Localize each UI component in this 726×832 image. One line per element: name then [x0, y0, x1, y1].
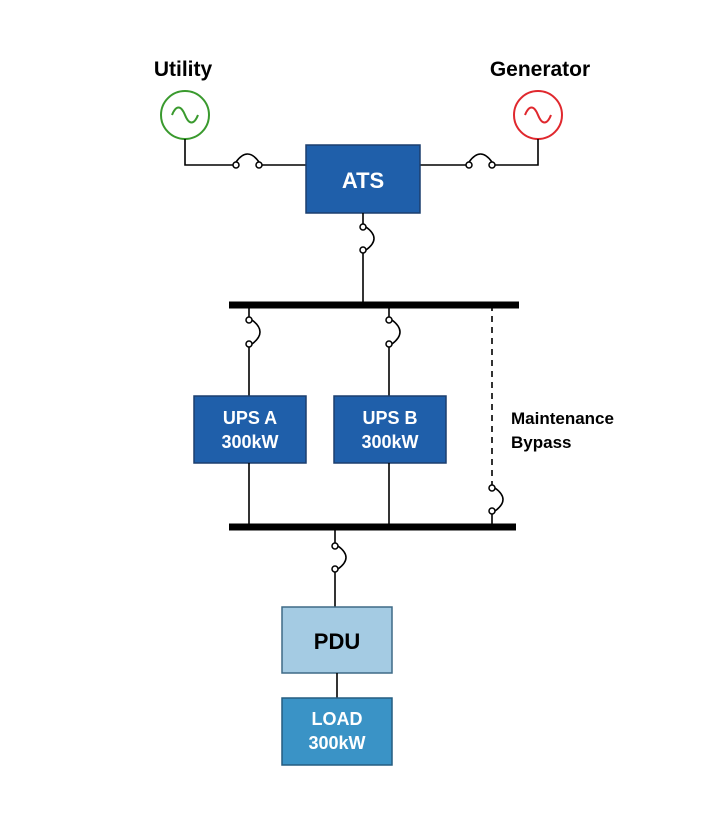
load-label: LOAD	[312, 709, 363, 729]
load-rating: 300kW	[308, 733, 365, 753]
ups-a-label: UPS A	[223, 408, 277, 428]
ats-label: ATS	[342, 168, 384, 193]
bypass-label-line1: Maintenance	[511, 409, 614, 428]
ups-b-input-breaker-icon	[385, 316, 401, 348]
ups-a-block: UPS A 300kW	[193, 395, 307, 464]
generator-source-icon	[513, 90, 563, 140]
bypass-breaker-icon	[488, 484, 504, 515]
bypass-label-line2: Bypass	[511, 433, 571, 452]
ups-b-rating: 300kW	[361, 432, 418, 452]
ups-b-label: UPS B	[362, 408, 417, 428]
utility-label: Utility	[154, 58, 213, 81]
ats-block: ATS	[305, 144, 421, 214]
generator-feeder	[420, 139, 539, 166]
pdu-label: PDU	[314, 629, 360, 654]
generator-breaker-icon	[465, 153, 496, 169]
pdu-input-breaker-icon	[331, 542, 347, 573]
generator-label: Generator	[490, 58, 590, 81]
ups-a-rating: 300kW	[221, 432, 278, 452]
ups-a-input-breaker-icon	[245, 316, 261, 348]
utility-breaker-icon	[232, 153, 263, 169]
ups-b-block: UPS B 300kW	[333, 395, 447, 464]
utility-source-icon	[160, 90, 210, 140]
ats-output-breaker-icon	[359, 223, 375, 254]
pdu-block: PDU	[281, 606, 393, 674]
utility-feeder	[184, 139, 306, 166]
load-block: LOAD 300kW	[281, 697, 393, 766]
